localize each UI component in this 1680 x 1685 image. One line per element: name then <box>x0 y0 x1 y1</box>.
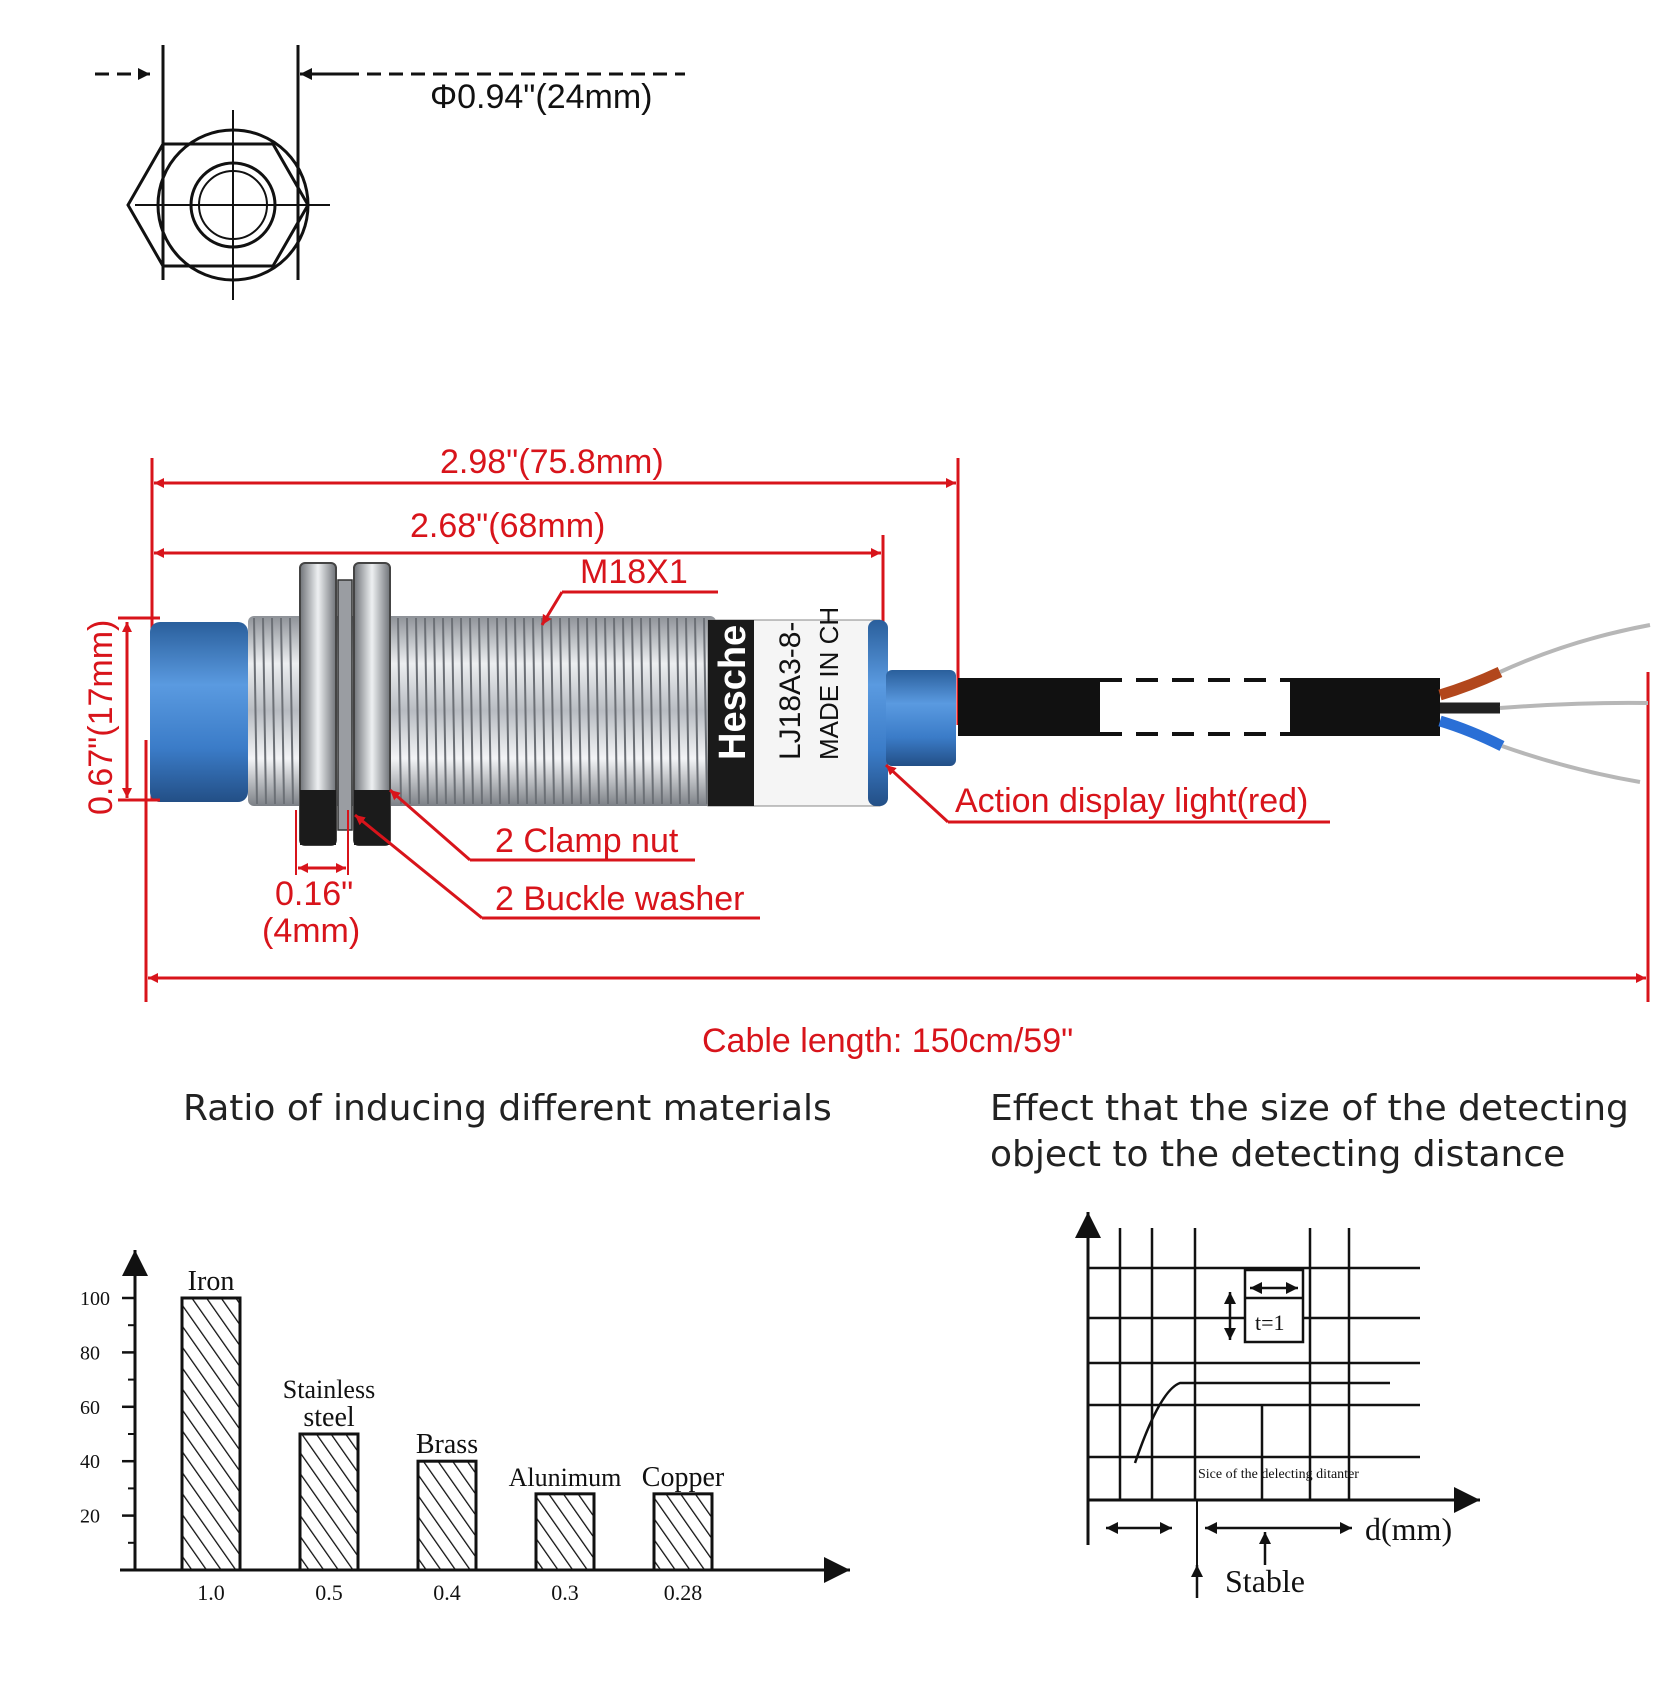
cable-length-label: Cable length: 150cm/59" <box>702 1022 1073 1060</box>
thread-line <box>613 617 618 805</box>
bar-iron <box>180 1296 242 1572</box>
y-tick-label: 40 <box>80 1451 100 1473</box>
thread-line <box>442 617 447 805</box>
wire-brown <box>1438 667 1503 701</box>
ratio-label: 1.0 <box>197 1580 225 1605</box>
bar-brass <box>416 1459 478 1572</box>
thread-line <box>460 617 465 805</box>
thread-line <box>703 617 708 805</box>
thread-line <box>397 617 402 805</box>
side-view: 2.98"(75.8mm) 2.68"(68mm) Hesche LJ18A3-… <box>82 443 1651 1060</box>
thread-line <box>514 617 519 805</box>
size-curve-label: Sice of the delecting ditanter <box>1198 1467 1359 1482</box>
thread-line <box>424 617 429 805</box>
materials-chart-title: Ratio of inducing different materials <box>183 1088 832 1129</box>
body-length-label: 2.68"(68mm) <box>410 507 605 545</box>
materials-chart: Ratio of inducing different materials 10… <box>80 1088 850 1605</box>
distance-grid <box>1088 1228 1420 1500</box>
bar-copper <box>652 1492 714 1572</box>
thread-line <box>433 617 438 805</box>
thread-line <box>559 617 564 805</box>
thread-line <box>658 617 663 805</box>
thread-line <box>406 617 411 805</box>
sensor-cap <box>150 622 248 802</box>
bar-alunimum <box>534 1492 596 1572</box>
thread-line <box>685 617 690 805</box>
front-view: Φ0.94"(24mm) <box>95 45 685 300</box>
thread-line <box>550 617 555 805</box>
thread-line <box>586 617 591 805</box>
ratio-label: 0.3 <box>551 1580 579 1605</box>
stable-label: Stable <box>1225 1563 1305 1599</box>
thread-line <box>478 617 483 805</box>
category-label: Brass <box>416 1429 478 1460</box>
thread-lines <box>253 617 708 805</box>
category-label: Copper <box>642 1462 725 1493</box>
thread-line <box>541 617 546 805</box>
buckle-washer <box>337 579 353 831</box>
y-tick-label: 100 <box>80 1288 110 1310</box>
thread-line <box>568 617 573 805</box>
head-diameter-label: 0.67"(17mm) <box>82 620 120 815</box>
thread-line <box>487 617 492 805</box>
y-tick-label: 60 <box>80 1397 100 1419</box>
category-label: Iron <box>188 1266 235 1297</box>
thread-line <box>640 617 645 805</box>
diameter-label: Φ0.94"(24mm) <box>430 78 652 116</box>
thread-spec-label: M18X1 <box>580 553 688 591</box>
wire-blue <box>1438 715 1505 751</box>
thread-line <box>289 617 294 805</box>
thread-line <box>604 617 609 805</box>
thread-line <box>280 617 285 805</box>
thread-line <box>649 617 654 805</box>
label-model: LJ18A3-8- <box>774 622 807 760</box>
thread-line <box>694 617 699 805</box>
thread-line <box>505 617 510 805</box>
overall-length-label: 2.98"(75.8mm) <box>440 443 664 481</box>
indicator-light-label: Action display light(red) <box>955 782 1308 820</box>
thread-line <box>469 617 474 805</box>
thread-line <box>667 617 672 805</box>
ratio-label: 0.5 <box>315 1580 343 1605</box>
indicator-light-housing <box>886 670 956 766</box>
y-tick-label: 80 <box>80 1342 100 1364</box>
rear-cap <box>868 620 888 806</box>
nut-width-label-1: 0.16" <box>275 875 353 913</box>
nut-width-label-2: (4mm) <box>262 912 360 950</box>
thread-line <box>262 617 267 805</box>
label-brand: Hesche <box>712 625 754 760</box>
thread-line <box>532 617 537 805</box>
thread-line <box>631 617 636 805</box>
buckle-washer-label: 2 Buckle washer <box>495 880 744 918</box>
ratio-label: 0.4 <box>433 1580 461 1605</box>
distance-chart: Effect that the size of the detecting ob… <box>990 1088 1629 1599</box>
label-made-in: MADE IN CH <box>814 607 844 760</box>
x-axis-label: d(mm) <box>1365 1511 1452 1547</box>
thread-line <box>415 617 420 805</box>
category-label: Stainless <box>283 1375 375 1404</box>
thread-line <box>523 617 528 805</box>
thread-line <box>253 617 258 805</box>
cable-segment-1 <box>958 678 1100 736</box>
ratio-label: 0.28 <box>664 1580 703 1605</box>
thread-line <box>622 617 627 805</box>
thread-line <box>676 617 681 805</box>
thread-line <box>271 617 276 805</box>
distance-chart-title-1: Effect that the size of the detecting <box>990 1088 1629 1129</box>
cable-segment-2 <box>1290 678 1440 736</box>
bar-stainless-steel <box>298 1432 360 1572</box>
thread-line <box>496 617 501 805</box>
category-label: steel <box>303 1402 355 1433</box>
thread-line <box>451 617 456 805</box>
y-tick-label: 20 <box>80 1506 100 1528</box>
distance-chart-title-2: object to the detecting distance <box>990 1134 1565 1175</box>
thickness-box-label: t=1 <box>1255 1310 1285 1335</box>
category-label: Alunimum <box>509 1463 622 1492</box>
clamp-nut-label: 2 Clamp nut <box>495 822 679 860</box>
thread-line <box>577 617 582 805</box>
thread-line <box>595 617 600 805</box>
